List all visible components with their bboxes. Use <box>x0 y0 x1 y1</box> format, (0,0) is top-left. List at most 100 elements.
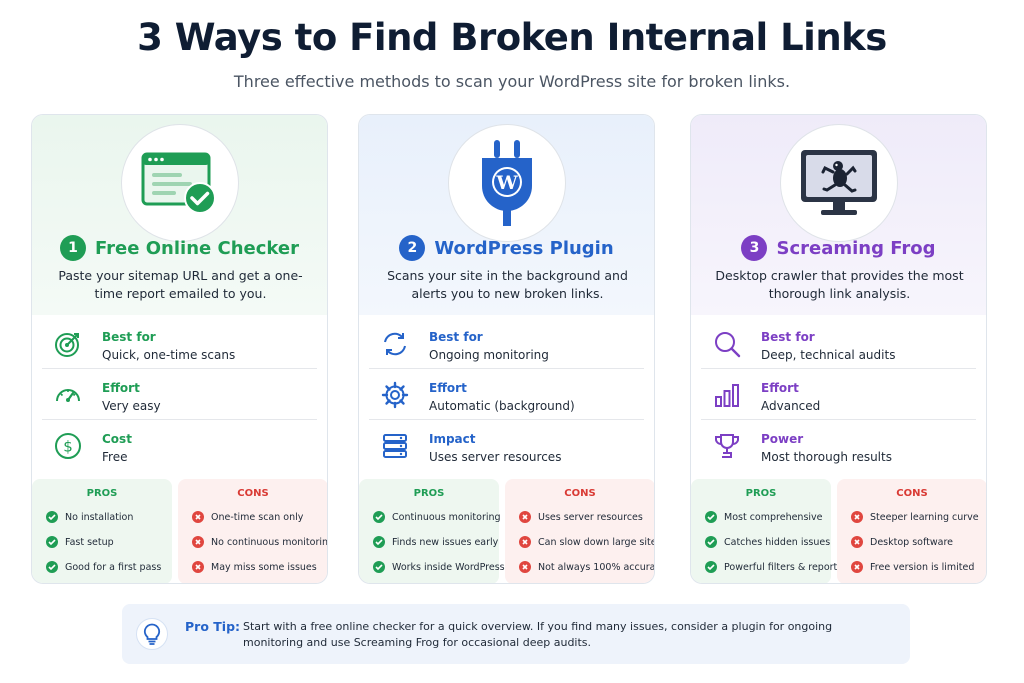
attribute-label: Power <box>761 432 804 446</box>
con-item: Uses server resources <box>519 511 643 523</box>
cons-panel: CONS Steeper learning curve Desktop soft… <box>837 479 986 583</box>
pros-heading: PROS <box>413 488 445 499</box>
step-number-badge: 1 <box>60 235 87 261</box>
cons-heading: CONS <box>564 488 596 499</box>
step-number-badge: 2 <box>399 235 426 261</box>
x-icon <box>851 511 863 523</box>
attribute-power: Power Most thorough results <box>701 420 976 471</box>
card-heading: 2 WordPress Plugin <box>359 235 654 261</box>
attribute-label: Best for <box>429 330 483 344</box>
attribute-label: Impact <box>429 432 476 446</box>
attribute-label: Effort <box>761 381 799 395</box>
attribute-value: Advanced <box>761 399 821 413</box>
attribute-effort: Effort Automatic (background) <box>369 369 644 420</box>
pro-tip-text: Start with a free online checker for a q… <box>243 620 833 649</box>
pro-item: Continuous monitoring <box>373 511 501 523</box>
pro-item: No installation <box>46 511 133 523</box>
target-icon <box>55 333 79 357</box>
attribute-value: Quick, one-time scans <box>102 348 236 362</box>
attribute-label: Effort <box>429 381 467 395</box>
card-title: WordPress Plugin <box>434 237 614 259</box>
pro-item: Catches hidden issues <box>705 536 830 548</box>
pros-panel: PROS No installation Fast setup Good for… <box>32 479 172 583</box>
attribute-value: Very easy <box>102 399 161 413</box>
con-item: Can slow down large sites <box>519 536 654 548</box>
check-icon <box>705 536 717 548</box>
attribute-impact: Impact Uses server resources <box>369 420 644 471</box>
attribute-value: Deep, technical audits <box>761 348 896 362</box>
server-icon <box>383 434 407 458</box>
gear-icon <box>381 381 409 409</box>
card-title: Free Online Checker <box>95 237 299 259</box>
x-icon <box>519 511 531 523</box>
attribute-cost: $ Cost Free <box>42 420 317 471</box>
browser-check-icon <box>120 124 239 242</box>
card-heading: 1 Free Online Checker <box>32 235 327 261</box>
pro-item: Works inside WordPress <box>373 561 505 573</box>
attribute-value: Free <box>102 450 128 464</box>
svg-text:W: W <box>495 172 518 194</box>
attribute-best-for: Best for Ongoing monitoring <box>369 318 644 369</box>
method-card-screaming-frog: 3 Screaming Frog Desktop crawler that pr… <box>690 114 987 584</box>
dollar-icon: $ <box>55 433 81 459</box>
attribute-value: Ongoing monitoring <box>429 348 549 362</box>
con-item: Steeper learning curve <box>851 511 979 523</box>
check-icon <box>46 536 58 548</box>
card-title: Screaming Frog <box>776 237 936 259</box>
attribute-value: Most thorough results <box>761 450 892 464</box>
con-item: Desktop software <box>851 536 953 548</box>
x-icon <box>192 561 204 573</box>
svg-text:$: $ <box>63 438 73 456</box>
x-icon <box>192 511 204 523</box>
attribute-label: Best for <box>761 330 815 344</box>
check-icon <box>46 511 58 523</box>
pros-panel: PROS Continuous monitoring Finds new iss… <box>359 479 505 583</box>
attribute-value: Automatic (background) <box>429 399 575 413</box>
x-icon <box>851 561 863 573</box>
check-icon <box>373 561 385 573</box>
check-icon <box>46 561 58 573</box>
pros-heading: PROS <box>745 488 777 499</box>
pro-item: Good for a first pass <box>46 561 161 573</box>
attribute-label: Effort <box>102 381 140 395</box>
card-description: Desktop crawler that provides the most t… <box>715 268 964 301</box>
check-icon <box>705 561 717 573</box>
attribute-effort: Effort Very easy <box>42 369 317 420</box>
pro-item: Fast setup <box>46 536 114 548</box>
wordpress-plug-icon: W <box>447 124 566 242</box>
x-icon <box>519 561 531 573</box>
x-icon <box>192 536 204 548</box>
refresh-icon <box>384 332 406 356</box>
attribute-label: Cost <box>102 432 132 446</box>
page-subtitle: Three effective methods to scan your Wor… <box>233 72 791 91</box>
x-icon <box>519 536 531 548</box>
con-item: No continuous monitoring <box>192 536 327 548</box>
card-heading: 3 Screaming Frog <box>691 235 986 261</box>
method-card-wordpress-plugin: W 2 WordPress Plugin Scans your site in … <box>358 114 655 584</box>
attribute-effort: Effort Advanced <box>701 369 976 420</box>
check-icon <box>373 536 385 548</box>
attribute-value: Uses server resources <box>429 450 562 464</box>
pro-tip-box: Pro Tip: Start with a free online checke… <box>122 604 910 664</box>
x-icon <box>851 536 863 548</box>
attribute-best-for: Best for Deep, technical audits <box>701 318 976 369</box>
attribute-best-for: Best for Quick, one-time scans <box>42 318 317 369</box>
pro-tip-label: Pro Tip: <box>185 619 241 634</box>
card-description: Paste your sitemap URL and get a one-tim… <box>58 268 303 301</box>
bar-chart-icon <box>715 384 739 407</box>
cons-panel: CONS Uses server resources Can slow down… <box>505 479 654 583</box>
pros-panel: PROS Most comprehensive Catches hidden i… <box>691 479 842 583</box>
page-title: 3 Ways to Find Broken Internal Links <box>137 16 887 59</box>
cons-heading: CONS <box>237 488 269 499</box>
con-item: May miss some issues <box>192 561 317 573</box>
lightbulb-icon <box>136 618 168 650</box>
monitor-frog-icon <box>779 124 898 242</box>
cons-heading: CONS <box>896 488 928 499</box>
pro-item: Powerful filters & reports <box>705 561 842 573</box>
check-icon <box>373 511 385 523</box>
search-icon <box>715 332 741 358</box>
pro-item: Most comprehensive <box>705 511 823 523</box>
attribute-label: Best for <box>102 330 156 344</box>
gauge-icon <box>56 389 80 402</box>
pro-item: Finds new issues early <box>373 536 498 548</box>
